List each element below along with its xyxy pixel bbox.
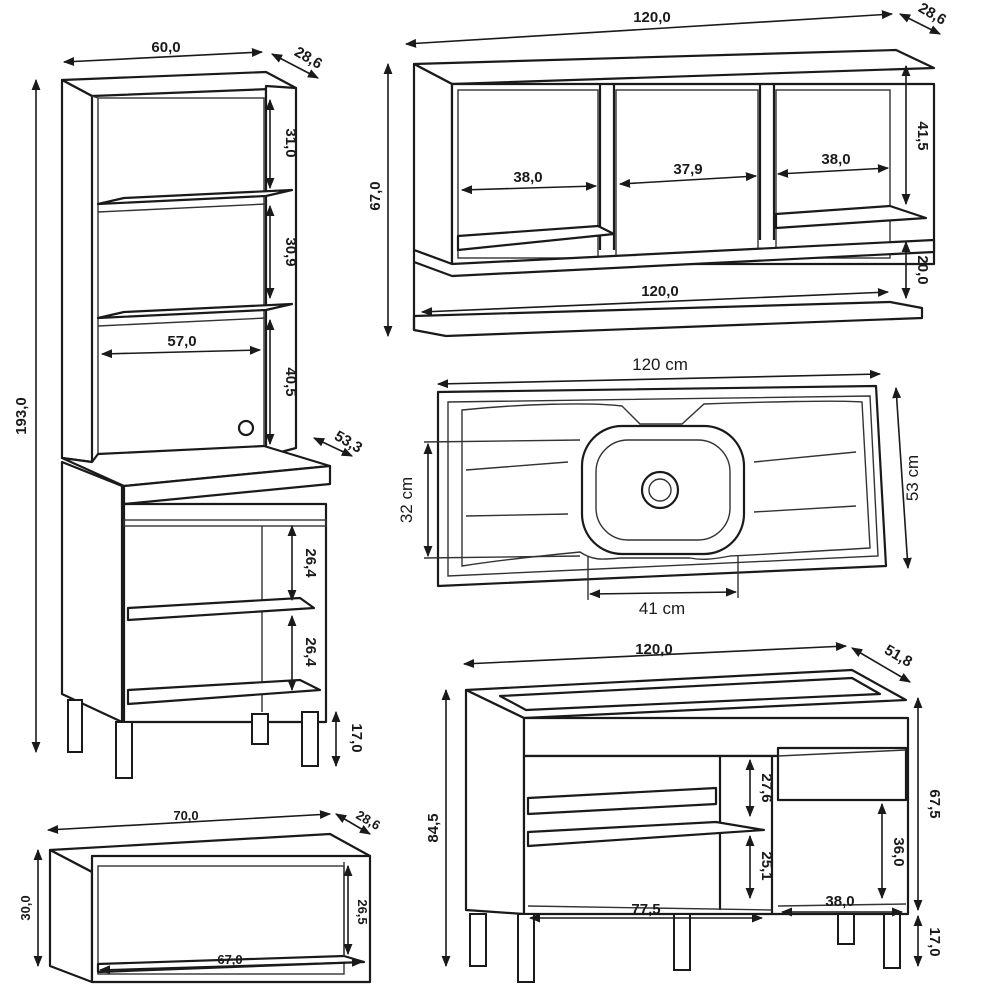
base-legs-label: 17,0	[926, 927, 943, 956]
small-depth-label: 28,6	[354, 807, 383, 833]
niche-right-label: 38,0	[821, 151, 850, 168]
lower-bottom	[126, 678, 322, 706]
small-width-label: 70,0	[173, 808, 198, 823]
tall-width-label: 60,0	[151, 39, 180, 56]
lower-1-label: 26,4	[302, 548, 319, 578]
bowl-outer	[580, 424, 746, 556]
leg	[67, 699, 83, 753]
base-depth-label: 51,8	[881, 641, 915, 670]
shelf-1-label: 31,0	[282, 128, 299, 157]
bowl-depth-label: 32 cm	[397, 477, 416, 523]
wall-height-label: 67,0	[367, 181, 384, 210]
counter-front	[122, 464, 332, 506]
counter-depth-label: 53,3	[331, 427, 365, 456]
wall-unit: 120,0 28,6 67,0 38,0 37,9 38,0 41,5 20,0…	[367, 0, 949, 338]
wall-left-side	[412, 62, 454, 266]
wall-width-label: 120,0	[633, 9, 671, 26]
base-width-label: 120,0	[635, 641, 673, 658]
drawer-niche-label: 36,0	[890, 837, 907, 866]
tall-depth-label: 28,6	[291, 43, 325, 72]
sink-rim	[447, 395, 879, 577]
inner-height-label: 67,5	[926, 789, 943, 818]
shelf-2-label: 30,9	[282, 237, 299, 266]
small-inner-width-label: 67,0	[217, 952, 242, 967]
shelf-middle	[96, 302, 294, 320]
leg	[517, 913, 535, 983]
bowl-width-label: 41 cm	[639, 599, 685, 618]
wall-shelf	[412, 300, 924, 338]
upper-shelf-label: 27,6	[758, 773, 775, 802]
small-left-side	[48, 848, 94, 984]
lower-shelf-label: 25,1	[758, 851, 775, 880]
wall-bottom-left	[456, 224, 616, 252]
small-height-label: 30,0	[18, 895, 33, 920]
drainboard-outline	[461, 400, 871, 567]
small-unit: 70,0 28,6 30,0 26,5 67,0	[18, 807, 383, 984]
base-shelf-lower	[526, 820, 766, 848]
bowl-inner	[595, 439, 731, 541]
lower-shelf	[126, 596, 316, 622]
leg	[883, 913, 901, 969]
leg	[469, 913, 487, 967]
tall-left-side	[60, 78, 94, 464]
wall-bottom-right	[774, 204, 928, 230]
lower-left-side	[60, 460, 124, 724]
leg	[251, 713, 269, 745]
leg	[301, 711, 319, 767]
shelf-width-label: 120,0	[641, 283, 679, 300]
leg	[115, 721, 133, 779]
inner-width-label: 57,0	[167, 333, 196, 350]
sink-length-label: 120 cm	[632, 355, 688, 374]
hole-icon	[237, 419, 255, 437]
gap-label: 20,0	[914, 255, 931, 284]
niche-height-label: 41,5	[914, 121, 931, 150]
tall-legs-label: 17,0	[348, 723, 365, 752]
sink-depth-label: 53 cm	[903, 455, 922, 501]
small-inner-height-label: 26,5	[355, 899, 370, 924]
tall-unit: 60,0 28,6 193,0 31,0 30,9 57,0 40,5 53,3…	[13, 39, 365, 779]
niche-mid-label: 37,9	[673, 161, 702, 178]
drain-icon	[640, 470, 680, 510]
tall-back-panel	[97, 97, 265, 455]
base-shelf-upper	[526, 786, 718, 816]
sink-top: 120 cm 53 cm 32 cm 41 cm	[397, 355, 922, 618]
shelf-3-label: 40,5	[282, 367, 299, 396]
left-width-label: 77,5	[631, 901, 660, 918]
niche-left-label: 38,0	[513, 169, 542, 186]
shelf-upper	[96, 188, 294, 206]
sink-outline	[436, 384, 888, 588]
wall-top	[412, 48, 936, 86]
leg	[837, 913, 855, 945]
right-width-label: 38,0	[825, 893, 854, 910]
base-unit: 120,0 51,8 84,5 67,5 27,6 25,1 36,0 77,5…	[425, 641, 943, 983]
base-height-label: 84,5	[425, 813, 442, 842]
tall-height-label: 193,0	[13, 397, 30, 435]
drawer	[776, 746, 908, 802]
leg	[673, 913, 691, 971]
tall-top-panel	[60, 70, 298, 98]
base-left-side	[464, 688, 526, 916]
lower-2-label: 26,4	[302, 637, 319, 667]
